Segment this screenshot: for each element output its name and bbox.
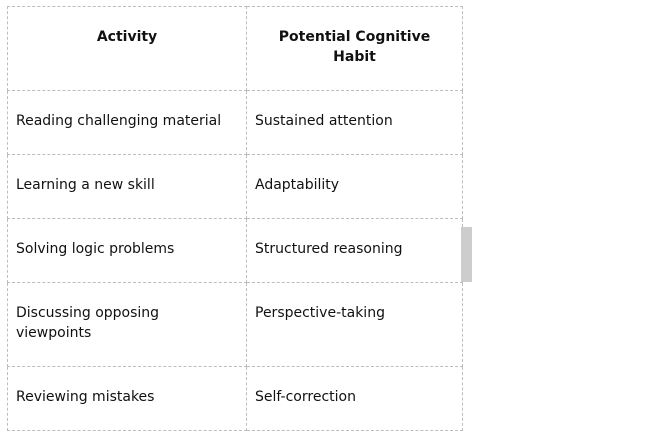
habit-cell: Adaptability — [246, 154, 463, 219]
habit-cell: Perspective-taking — [246, 282, 463, 367]
table-row: Solving logic problems Structured reason… — [7, 218, 463, 283]
table-row: Learning a new skill Adaptability — [7, 154, 463, 219]
activity-cell: Reviewing mistakes — [7, 366, 247, 431]
table-row: Reviewing mistakes Self-correction — [7, 366, 463, 431]
column-header-activity: Activity — [7, 6, 247, 91]
activity-habit-table: Activity Potential Cognitive Habit Readi… — [7, 6, 463, 431]
habit-cell: Sustained attention — [246, 90, 463, 155]
table-row: Discussing opposing viewpoints Perspecti… — [7, 282, 463, 367]
header-row: Activity Potential Cognitive Habit — [7, 6, 463, 91]
table-body: Reading challenging material Sustained a… — [7, 90, 463, 431]
column-header-cognitive-habit: Potential Cognitive Habit — [246, 6, 463, 91]
scrollbar-thumb[interactable] — [461, 227, 472, 282]
activity-cell: Learning a new skill — [7, 154, 247, 219]
habit-cell: Structured reasoning — [246, 218, 463, 283]
activity-cell: Solving logic problems — [7, 218, 247, 283]
table-header: Activity Potential Cognitive Habit — [7, 6, 463, 91]
activity-cell: Reading challenging material — [7, 90, 247, 155]
habit-cell: Self-correction — [246, 366, 463, 431]
activity-cell: Discussing opposing viewpoints — [7, 282, 247, 367]
table-row: Reading challenging material Sustained a… — [7, 90, 463, 155]
